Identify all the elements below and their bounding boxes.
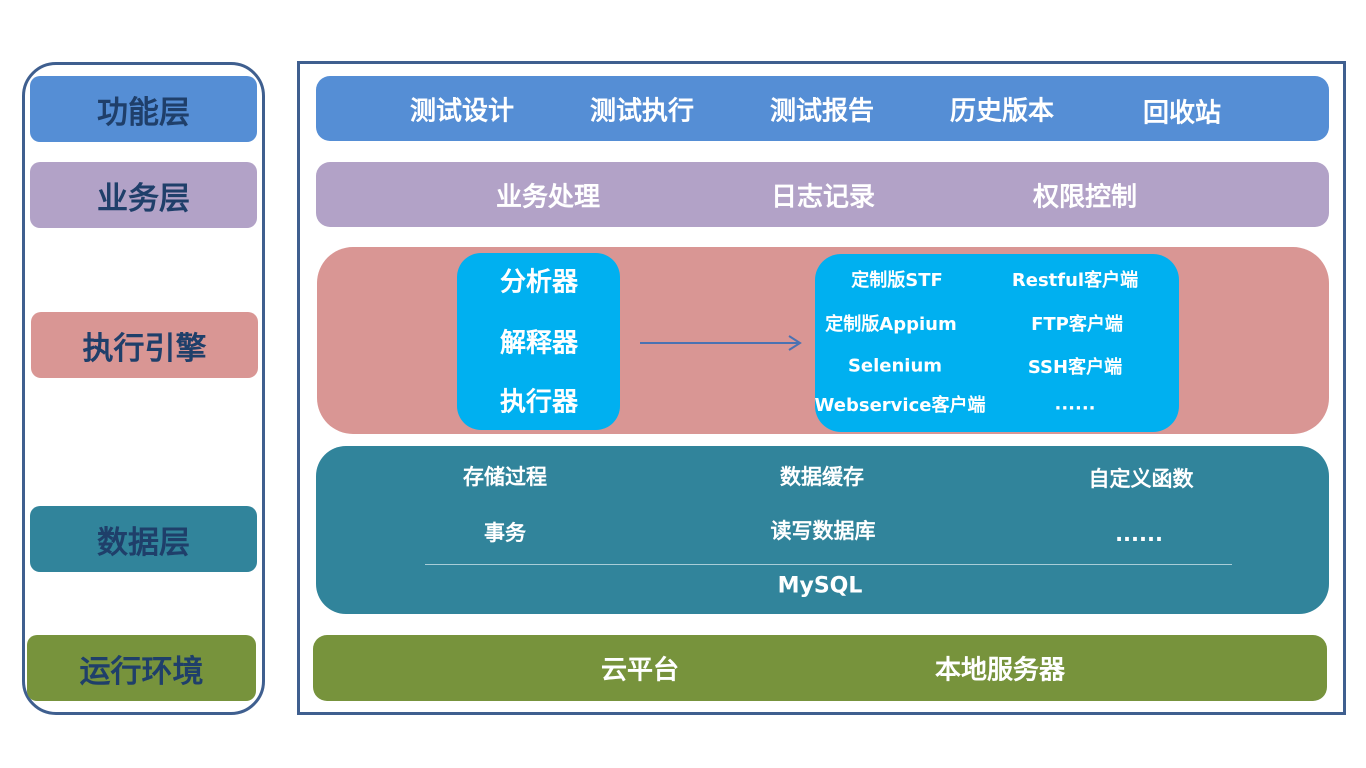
client-webservice: Webservice客户端 <box>814 395 986 416</box>
client-ssh: SSH客户端 <box>1027 357 1123 378</box>
engine-core-box: 分析器 解释器 执行器 <box>457 253 620 430</box>
runtime-item-local-server: 本地服务器 <box>934 655 1066 686</box>
layer-label-business: 业务层 <box>30 162 257 228</box>
data-item-stored-procedure: 存储过程 <box>463 465 547 489</box>
data-item-more-ellipsis: ...... <box>1115 522 1163 546</box>
data-footer-mysql: MySQL <box>777 573 863 599</box>
function-item-recycle-bin: 回收站 <box>1142 98 1222 129</box>
function-item-test-report: 测试报告 <box>769 96 875 126</box>
data-item-custom-function: 自定义函数 <box>1088 467 1194 491</box>
client-custom-appium: 定制版Appium <box>825 314 957 335</box>
data-item-read-write-db: 读写数据库 <box>770 519 876 543</box>
data-item-transaction: 事务 <box>484 521 526 545</box>
client-restful: Restful客户端 <box>1011 270 1139 291</box>
engine-flow-arrow <box>640 335 802 351</box>
layer-label-data: 数据层 <box>30 506 257 572</box>
layer-label-column <box>22 62 265 715</box>
runtime-item-cloud-platform: 云平台 <box>600 655 680 686</box>
engine-interpreter: 解释器 <box>499 328 579 359</box>
business-item-processing: 业务处理 <box>495 182 601 212</box>
layer-label-runtime: 运行环境 <box>27 635 256 701</box>
business-item-permission-control: 权限控制 <box>1032 182 1138 212</box>
business-item-logging: 日志记录 <box>770 182 876 212</box>
data-item-data-cache: 数据缓存 <box>780 465 864 489</box>
engine-analyzer: 分析器 <box>499 267 579 298</box>
data-divider <box>425 564 1232 565</box>
client-custom-stf: 定制版STF <box>851 270 943 291</box>
client-selenium: Selenium <box>847 355 943 377</box>
layer-label-function: 功能层 <box>30 76 257 142</box>
client-ftp: FTP客户端 <box>1031 314 1123 335</box>
layer-label-engine: 执行引擎 <box>31 312 258 378</box>
engine-executor: 执行器 <box>499 387 579 418</box>
function-item-test-design: 测试设计 <box>409 96 515 126</box>
function-item-test-execution: 测试执行 <box>589 96 695 126</box>
client-more-ellipsis: ...... <box>1054 393 1096 415</box>
engine-client-box: 定制版STF Restful客户端 定制版Appium FTP客户端 Selen… <box>815 254 1179 432</box>
business-band: 业务处理 日志记录 权限控制 <box>316 162 1329 227</box>
function-band: 测试设计 测试执行 测试报告 历史版本 回收站 <box>316 76 1329 141</box>
runtime-band: 云平台 本地服务器 <box>313 635 1327 701</box>
data-band: 存储过程 数据缓存 自定义函数 事务 读写数据库 ...... MySQL <box>316 446 1329 614</box>
function-item-history-version: 历史版本 <box>949 96 1055 126</box>
